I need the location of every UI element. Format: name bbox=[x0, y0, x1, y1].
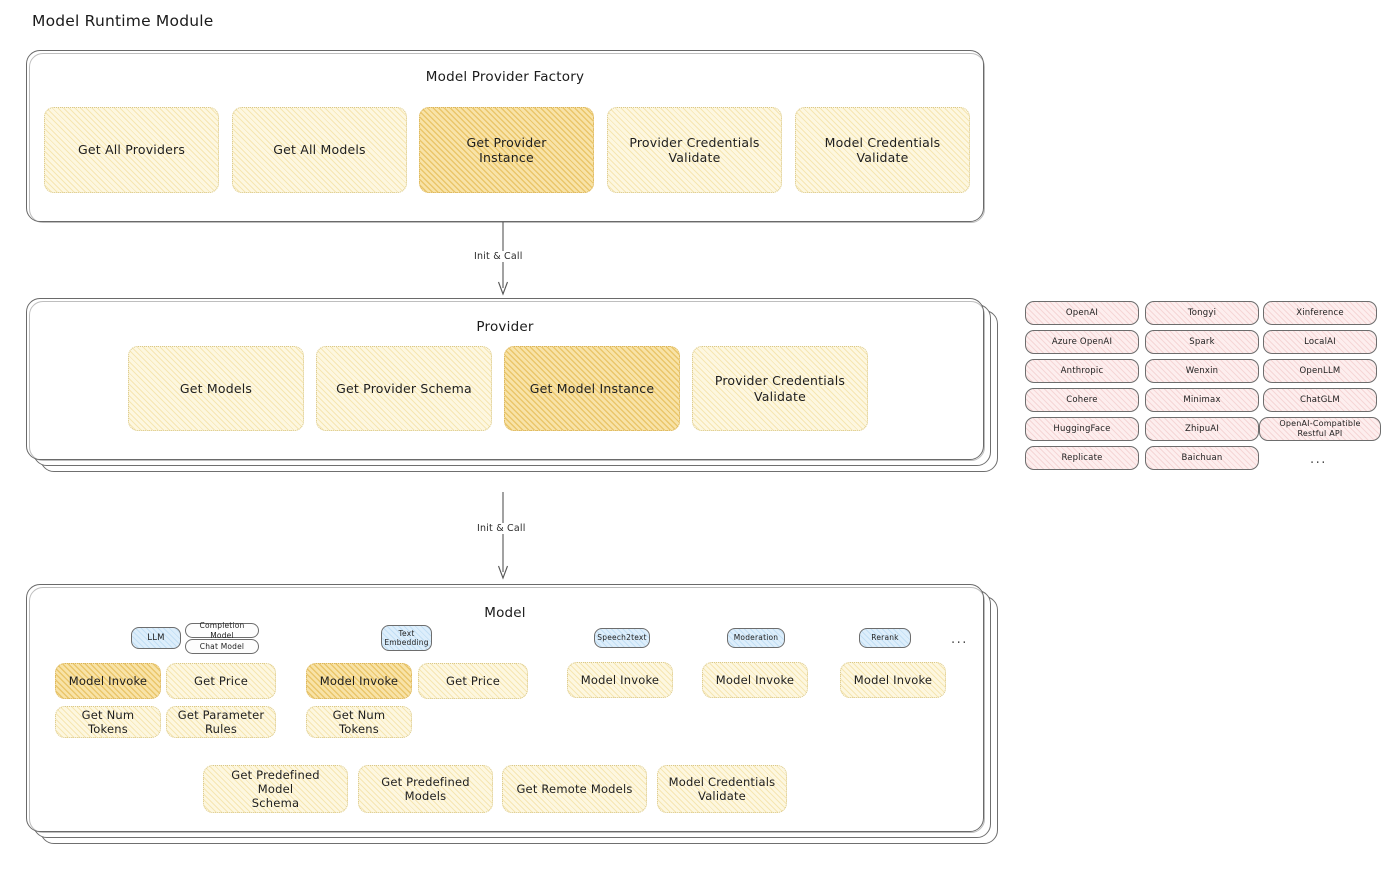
model-type-rerank[interactable]: Rerank bbox=[859, 628, 911, 648]
model-type-speech2text[interactable]: Speech2text bbox=[594, 628, 650, 648]
provider-chip-azure-openai[interactable]: Azure OpenAI bbox=[1025, 330, 1139, 354]
provider-list-ellipsis: ... bbox=[1310, 452, 1327, 467]
node-provider-credentials-validate[interactable]: Provider Credentials Validate bbox=[607, 107, 782, 193]
provider-chip-huggingface[interactable]: HuggingFace bbox=[1025, 417, 1139, 441]
node-llm-model-invoke[interactable]: Model Invoke bbox=[55, 663, 161, 699]
model-type-llm[interactable]: LLM bbox=[131, 627, 181, 649]
node-get-provider-schema[interactable]: Get Provider Schema bbox=[316, 346, 492, 431]
edge-provider-to-model bbox=[497, 492, 509, 580]
provider-title: Provider bbox=[476, 319, 534, 335]
provider-chip-tongyi[interactable]: Tongyi bbox=[1145, 301, 1259, 325]
factory-title: Model Provider Factory bbox=[425, 69, 585, 85]
provider-chip-zhipuai[interactable]: ZhipuAI bbox=[1145, 417, 1259, 441]
model-subtype-completion-model[interactable]: Completion Model bbox=[185, 621, 259, 640]
node-llm-get-price[interactable]: Get Price bbox=[166, 663, 276, 699]
provider-chip-chatglm[interactable]: ChatGLM bbox=[1263, 388, 1377, 412]
edge-label-init-call-1: Init & Call bbox=[471, 251, 526, 262]
provider-chip-replicate[interactable]: Replicate bbox=[1025, 446, 1139, 470]
provider-chip-minimax[interactable]: Minimax bbox=[1145, 388, 1259, 412]
model-type-text-embedding[interactable]: Text Embedding bbox=[381, 625, 432, 651]
provider-chip-openai-compatible-restful-api[interactable]: OpenAI-Compatible Restful API bbox=[1259, 417, 1381, 441]
node-get-model-instance[interactable]: Get Model Instance bbox=[504, 346, 680, 431]
model-type-moderation[interactable]: Moderation bbox=[727, 628, 785, 648]
node-model-credentials-validate-2[interactable]: Model Credentials Validate bbox=[657, 765, 787, 813]
node-get-all-providers[interactable]: Get All Providers bbox=[44, 107, 219, 193]
node-get-all-models[interactable]: Get All Models bbox=[232, 107, 407, 193]
node-provider-credentials-validate-2[interactable]: Provider Credentials Validate bbox=[692, 346, 868, 431]
provider-chip-anthropic[interactable]: Anthropic bbox=[1025, 359, 1139, 383]
node-speech2text-model-invoke[interactable]: Model Invoke bbox=[567, 662, 673, 698]
node-get-provider-instance[interactable]: Get Provider Instance bbox=[419, 107, 594, 193]
node-text-embedding-get-num-tokens[interactable]: Get Num Tokens bbox=[306, 706, 412, 738]
provider-chip-baichuan[interactable]: Baichuan bbox=[1145, 446, 1259, 470]
node-llm-get-parameter-rules[interactable]: Get Parameter Rules bbox=[166, 706, 276, 738]
model-subtype-chat-model[interactable]: Chat Model bbox=[185, 639, 259, 654]
provider-chip-xinference[interactable]: Xinference bbox=[1263, 301, 1377, 325]
model-title: Model bbox=[484, 605, 526, 621]
node-get-models[interactable]: Get Models bbox=[128, 346, 304, 431]
edge-label-init-call-2: Init & Call bbox=[474, 523, 529, 534]
node-llm-get-num-tokens[interactable]: Get Num Tokens bbox=[55, 706, 161, 738]
provider-chip-cohere[interactable]: Cohere bbox=[1025, 388, 1139, 412]
page-title: Model Runtime Module bbox=[32, 12, 214, 30]
provider-chip-localai[interactable]: LocalAI bbox=[1263, 330, 1377, 354]
model-types-ellipsis: ... bbox=[951, 632, 968, 647]
node-text-embedding-get-price[interactable]: Get Price bbox=[418, 663, 528, 699]
provider-chip-spark[interactable]: Spark bbox=[1145, 330, 1259, 354]
node-text-embedding-model-invoke[interactable]: Model Invoke bbox=[306, 663, 412, 699]
node-get-predefined-model-schema[interactable]: Get Predefined Model Schema bbox=[203, 765, 348, 813]
node-get-predefined-models[interactable]: Get Predefined Models bbox=[358, 765, 493, 813]
node-moderation-model-invoke[interactable]: Model Invoke bbox=[702, 662, 808, 698]
provider-chip-openai[interactable]: OpenAI bbox=[1025, 301, 1139, 325]
provider-chip-openllm[interactable]: OpenLLM bbox=[1263, 359, 1377, 383]
node-rerank-model-invoke[interactable]: Model Invoke bbox=[840, 662, 946, 698]
node-model-credentials-validate[interactable]: Model Credentials Validate bbox=[795, 107, 970, 193]
provider-chip-wenxin[interactable]: Wenxin bbox=[1145, 359, 1259, 383]
node-get-remote-models[interactable]: Get Remote Models bbox=[502, 765, 647, 813]
